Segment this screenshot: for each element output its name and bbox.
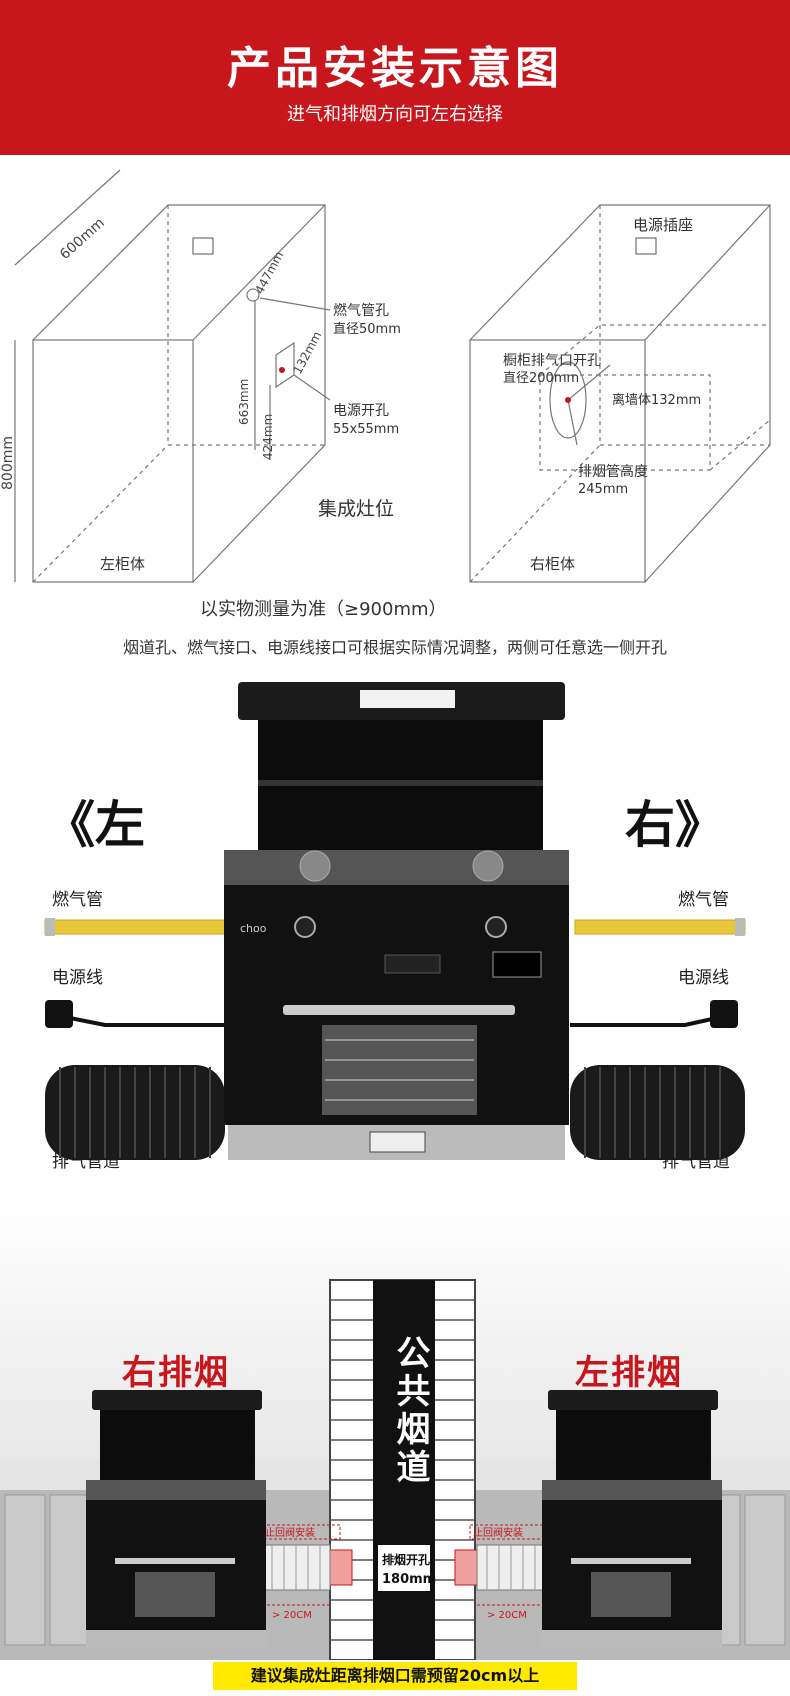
left-exhaust-duct: [45, 1065, 225, 1160]
right-gas-pipe: [574, 919, 746, 935]
check-valve-right: 止回阀安装: [473, 1526, 523, 1539]
right-exhaust-duct: [570, 1065, 745, 1160]
public-flue-label: 公共烟道: [390, 1335, 430, 1487]
right-cabinet-label: 右柜体: [530, 555, 575, 573]
socket-label: 电源插座: [633, 216, 693, 234]
measure-note: 以实物测量为准（≥900mm）: [200, 599, 447, 620]
header-banner: [0, 0, 790, 155]
public-flue-shaft: [373, 1280, 435, 1660]
pipe-height-value: 245mm: [578, 482, 628, 497]
dim-663: 663mm: [237, 379, 251, 425]
dim-depth: 600mm: [57, 215, 108, 263]
flue-scene: 止回阀安装 止回阀安装 > 20CM > 20CM 排烟开孔 180mm: [0, 1200, 790, 1660]
dim-447: 447mm: [252, 249, 286, 296]
left-gas-pipe: [44, 919, 226, 935]
left-power-cord: [54, 1013, 225, 1027]
exhaust-hole-label: 橱柜排气口开孔: [503, 353, 601, 369]
page-title: 产品安装示意图: [227, 43, 563, 94]
exhaust-hole-size: 180mm: [382, 1572, 436, 1587]
exhaust-hole-label: 排烟开孔: [382, 1552, 430, 1567]
clearance-banner: 建议集成灶距离排烟口需预留20cm以上: [213, 1662, 577, 1690]
stove-position-label: 集成灶位: [318, 498, 394, 520]
gas-hole-label: 燃气管孔: [333, 302, 389, 319]
left-power-cord-label: 电源线: [52, 968, 103, 988]
adjust-note: 烟道孔、燃气接口、电源线接口可根据实际情况调整，两侧可任意选一侧开孔: [122, 638, 667, 657]
left-gas-pipe-label: 燃气管: [52, 890, 103, 910]
exhaust-hole-diameter: 直径200mm: [503, 371, 579, 386]
check-valve-left: 止回阀安装: [265, 1526, 315, 1539]
page-subtitle: 进气和排烟方向可左右选择: [287, 104, 503, 125]
distance-left: > 20CM: [272, 1610, 312, 1621]
stove-right-exhaust: [86, 1390, 266, 1648]
right-power-cord-label: 电源线: [678, 968, 729, 988]
left-cabinet-front: [32, 339, 194, 583]
left-cabinet-label: 左柜体: [100, 555, 145, 573]
wall-distance-label: 离墙体132mm: [612, 392, 701, 408]
right-exhaust-title: 右排烟: [122, 1353, 230, 1393]
power-hole-label: 电源开孔: [333, 403, 389, 419]
right-gas-pipe-label: 燃气管: [678, 890, 729, 910]
stove-left-exhaust: [542, 1390, 722, 1648]
distance-right: > 20CM: [487, 1610, 527, 1621]
dim-132: 132mm: [290, 329, 324, 376]
dim-424: 424mm: [261, 414, 275, 460]
integrated-stove: choo: [224, 682, 569, 1160]
right-power-cord: [570, 1013, 731, 1027]
gas-hole-diameter: 直径50mm: [333, 322, 401, 337]
left-direction-label: 《左: [45, 796, 145, 854]
dim-height: 800mm: [0, 436, 16, 490]
pipe-height-label: 排烟管高度: [578, 463, 648, 480]
left-exhaust-title: 左排烟: [575, 1353, 683, 1393]
stove-connection-illustration: choo: [44, 682, 746, 1160]
right-direction-label: 右》: [625, 796, 725, 854]
brand-logo: choo: [240, 922, 267, 935]
power-hole-size: 55x55mm: [333, 422, 399, 437]
installation-diagram: 600mm 800mm 447mm 663mm 132mm 424mm 燃气管孔…: [0, 169, 771, 620]
